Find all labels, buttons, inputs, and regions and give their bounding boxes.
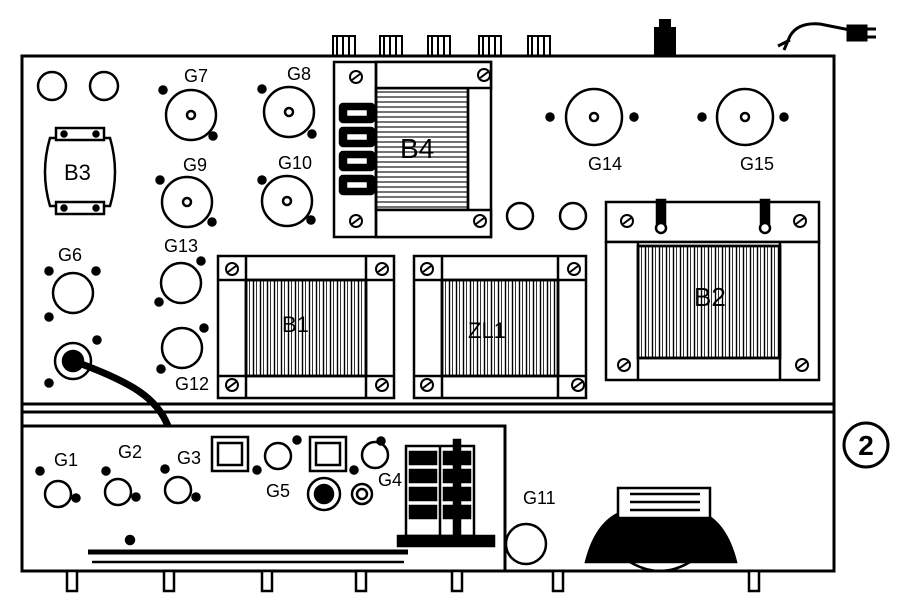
- label-g12: G12: [175, 374, 209, 394]
- label-g1: G1: [54, 450, 78, 470]
- figure-number-text: 2: [858, 430, 874, 461]
- socket-g14: [545, 87, 639, 147]
- speaker: [584, 486, 738, 573]
- cable: [74, 358, 172, 428]
- zl1-choke: [412, 254, 588, 400]
- b1-transformer: [216, 254, 396, 400]
- dial-rod: [88, 534, 410, 564]
- b2-transformer: [604, 198, 821, 382]
- socket-g9: [155, 175, 217, 229]
- socket-g7: [158, 85, 218, 142]
- socket-g13: [154, 256, 206, 307]
- socket-g8: [257, 84, 317, 139]
- top-terminals: [332, 19, 676, 59]
- label-g5: G5: [266, 481, 290, 501]
- label-zl1: ZL1: [468, 318, 506, 343]
- socket-g3: [160, 464, 201, 505]
- socket-g4: [349, 436, 390, 475]
- front-panel-parts: [35, 435, 738, 573]
- label-g2: G2: [118, 442, 142, 462]
- label-g8: G8: [287, 64, 311, 84]
- power-cord: [777, 22, 876, 51]
- socket-g15: [697, 87, 789, 147]
- grommet: [44, 335, 102, 388]
- label-b3: B3: [64, 160, 91, 185]
- socket-g5: [252, 435, 302, 475]
- control-shafts: [65, 569, 761, 593]
- label-g15: G15: [740, 154, 774, 174]
- component-labels: G7 G8 G9 G10 G14 G15 B3 B4 G6 G13 G12 B1…: [54, 64, 774, 508]
- socket-g12: [156, 323, 209, 374]
- label-g13: G13: [164, 236, 198, 256]
- socket-g1: [35, 466, 81, 509]
- tube-sockets-upper: [44, 84, 789, 388]
- label-g11: G11: [523, 488, 556, 508]
- b3-component: [43, 126, 117, 216]
- label-g14: G14: [588, 154, 622, 174]
- label-g4: G4: [378, 470, 402, 490]
- socket-g11: [504, 522, 548, 566]
- label-g6: G6: [58, 245, 82, 265]
- label-g7: G7: [184, 66, 208, 86]
- label-g3: G3: [177, 448, 201, 468]
- label-g9: G9: [183, 155, 207, 175]
- socket-g6: [44, 266, 101, 322]
- label-b1: B1: [282, 312, 309, 337]
- socket-g10: [257, 174, 316, 228]
- switch-bank: [396, 438, 496, 548]
- label-b4: B4: [400, 133, 434, 164]
- b4-transformer: [332, 60, 493, 239]
- mounting-holes: [36, 70, 588, 231]
- socket-g2: [101, 466, 141, 507]
- label-b2: B2: [694, 282, 726, 312]
- figure-number: 2: [842, 421, 890, 469]
- label-g10: G10: [278, 153, 312, 173]
